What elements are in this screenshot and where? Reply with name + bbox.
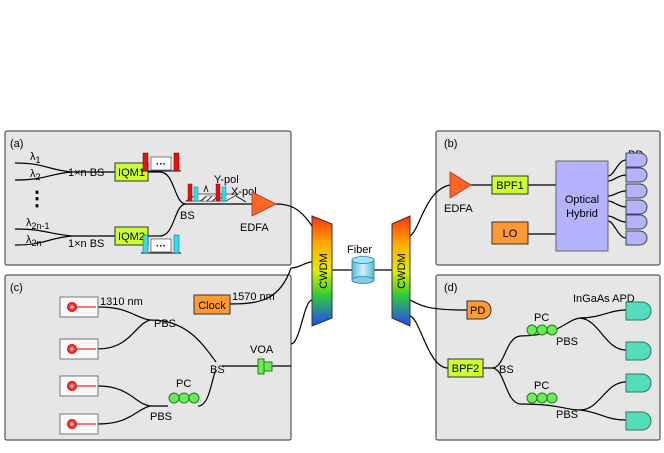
panel-a [4, 130, 292, 266]
bpf1-box [491, 175, 529, 195]
optical-hybrid-box [555, 160, 609, 252]
apd-detector-icon [625, 411, 652, 431]
pbs-d-top-label: PBS [556, 336, 578, 348]
wavelength-1570-label: 1570 nm [232, 291, 275, 303]
iqm1-box [114, 162, 149, 182]
voa-label: VOA [250, 344, 274, 356]
spectrum-bottom-icon: ··· [141, 234, 181, 254]
bs-d-label: BS [499, 364, 514, 376]
pbs-c-top-label: PBS [154, 318, 176, 330]
spectrum-top-icon: ··· [141, 152, 181, 172]
lambda-2-label: λ2 [30, 168, 41, 182]
lo-label: LO [503, 228, 518, 240]
splitter-1xn-top-label: 1×n BS [68, 167, 104, 179]
cwdm-right-label: CWDM [396, 253, 408, 288]
y-pol-label: Y-pol [214, 174, 239, 186]
pc-d-top-label: PC [534, 312, 549, 324]
laser-icon [59, 338, 99, 360]
fiber-label: Fiber [347, 244, 372, 256]
laser-1310-icon [59, 296, 99, 318]
iqm2-label: IQM2 [118, 231, 145, 243]
detector-icon [625, 214, 648, 230]
polarization-controller-c [168, 392, 200, 404]
apd-detector-icon [625, 373, 652, 393]
lambda-dots: ⋮ [27, 188, 47, 210]
edfa-a-icon [251, 191, 277, 217]
laser-sources [59, 296, 99, 435]
detector-icon [625, 199, 648, 215]
polarization-controller-d-top [526, 324, 558, 336]
edfa-a-label: EDFA [240, 222, 269, 234]
bpf2-box [447, 358, 484, 378]
laser-icon [59, 413, 99, 435]
detector-icon [625, 167, 648, 183]
detector-icon [625, 230, 648, 246]
hybrid-label-line2: Hybrid [566, 208, 598, 220]
panel-d-fibers [409, 309, 627, 421]
cwdm-left-icon [311, 215, 333, 327]
panel-a-label: (a) [10, 138, 23, 150]
cwdm-left-label: CWDM [318, 253, 330, 288]
splitter-1xn-bottom-label: 1×n BS [68, 238, 104, 250]
spectrum-bottom-ellipsis: ··· [156, 241, 166, 252]
detector-icon [625, 152, 648, 168]
pbs-c-bottom-label: PBS [150, 411, 172, 423]
edfa-b-icon [449, 171, 472, 199]
apd-detector-icon [625, 341, 652, 361]
panel-a-fibers [14, 162, 313, 246]
clock-label: Clock [198, 300, 226, 312]
pc-c-label: PC [176, 378, 191, 390]
voa-icon [257, 358, 273, 375]
panel-b-fibers [471, 159, 627, 239]
hybrid-label-line1: Optical [565, 194, 599, 206]
bs-a-label: BS [180, 210, 195, 222]
clock-box [193, 294, 231, 315]
panel-c-label: (c) [10, 282, 23, 294]
x-pol-label: X-pol [231, 186, 257, 198]
detector-icon [625, 183, 648, 199]
pbs-d-bottom-label: PBS [556, 409, 578, 421]
apd-label: InGaAs APD [573, 293, 635, 305]
lambda-2n-1-label: λ2n-1 [26, 217, 50, 231]
pol-mux-spectrum-icon [184, 183, 247, 203]
panel-c-fibers [97, 267, 292, 425]
bpf2-label: BPF2 [452, 363, 480, 375]
pc-d-bottom-label: PC [534, 380, 549, 392]
panel-d-label: (d) [444, 282, 457, 294]
pd-icon [466, 300, 492, 320]
cwdm-right-icon [391, 215, 411, 327]
edfa-b-label: EDFA [444, 203, 473, 215]
panel-d [435, 274, 661, 441]
panel-b-label: (b) [444, 138, 457, 150]
lambda-1-label: λ1 [30, 151, 41, 165]
polarization-controller-d-bottom [526, 392, 558, 404]
center-fibers [290, 184, 468, 345]
apd-detectors [625, 301, 652, 431]
lo-box [491, 221, 529, 245]
iqm1-label: IQM1 [118, 167, 145, 179]
wavelength-1310-label: 1310 nm [100, 296, 143, 308]
bpf1-label: BPF1 [496, 180, 524, 192]
spectrum-top-ellipsis: ··· [156, 159, 166, 170]
laser-icon [59, 375, 99, 397]
lambda-2n-label: λ2n [26, 234, 42, 248]
pd-label: PD [470, 305, 485, 317]
apd-detector-icon [625, 301, 652, 321]
bs-c-label: BS [210, 364, 225, 376]
fiber-spool-icon [351, 256, 375, 284]
balanced-detectors [625, 152, 648, 246]
